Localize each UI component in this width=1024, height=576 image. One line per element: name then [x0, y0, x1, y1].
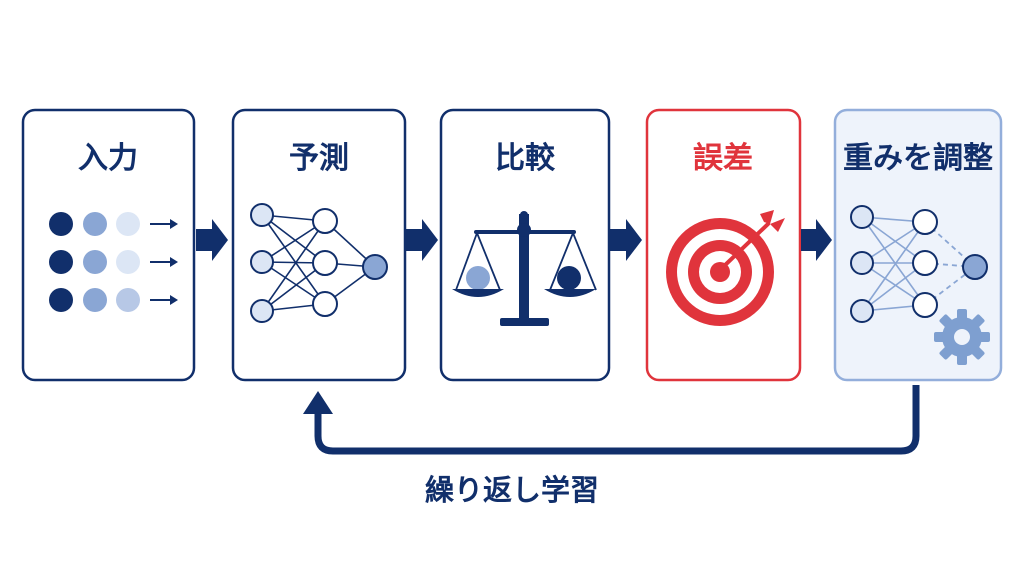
flow-arrow-3: [610, 219, 642, 261]
loop-label: 繰り返し学習: [425, 473, 599, 507]
step-compare-title: 比較: [495, 141, 556, 176]
step-predict-box: [231, 108, 407, 382]
network-gear-icon: [850, 205, 988, 323]
step-adjust-title: 重みを調整: [843, 141, 993, 176]
neural-network-icon: [250, 203, 388, 323]
step-input: 入力: [21, 108, 196, 382]
flow-arrow-2: [406, 219, 438, 261]
flow-arrow-4: [801, 219, 832, 261]
flow-arrow-1: [196, 219, 228, 261]
loop-arrow-icon: [303, 385, 920, 455]
step-compare: 比較: [439, 108, 611, 382]
balance-scale-icon: [452, 211, 597, 326]
gear-icon: [934, 309, 990, 365]
step-predict: 予測: [231, 108, 407, 382]
step-error: 誤差: [645, 108, 802, 382]
step-error-title: 誤差: [693, 141, 753, 176]
target-arrow-icon: [666, 210, 785, 326]
step-predict-title: 予測: [289, 141, 349, 176]
step-input-title: 入力: [78, 141, 138, 176]
input-dots-icon: [49, 212, 178, 312]
step-adjust: 重みを調整: [833, 108, 1003, 382]
step-input-box: [21, 108, 196, 382]
